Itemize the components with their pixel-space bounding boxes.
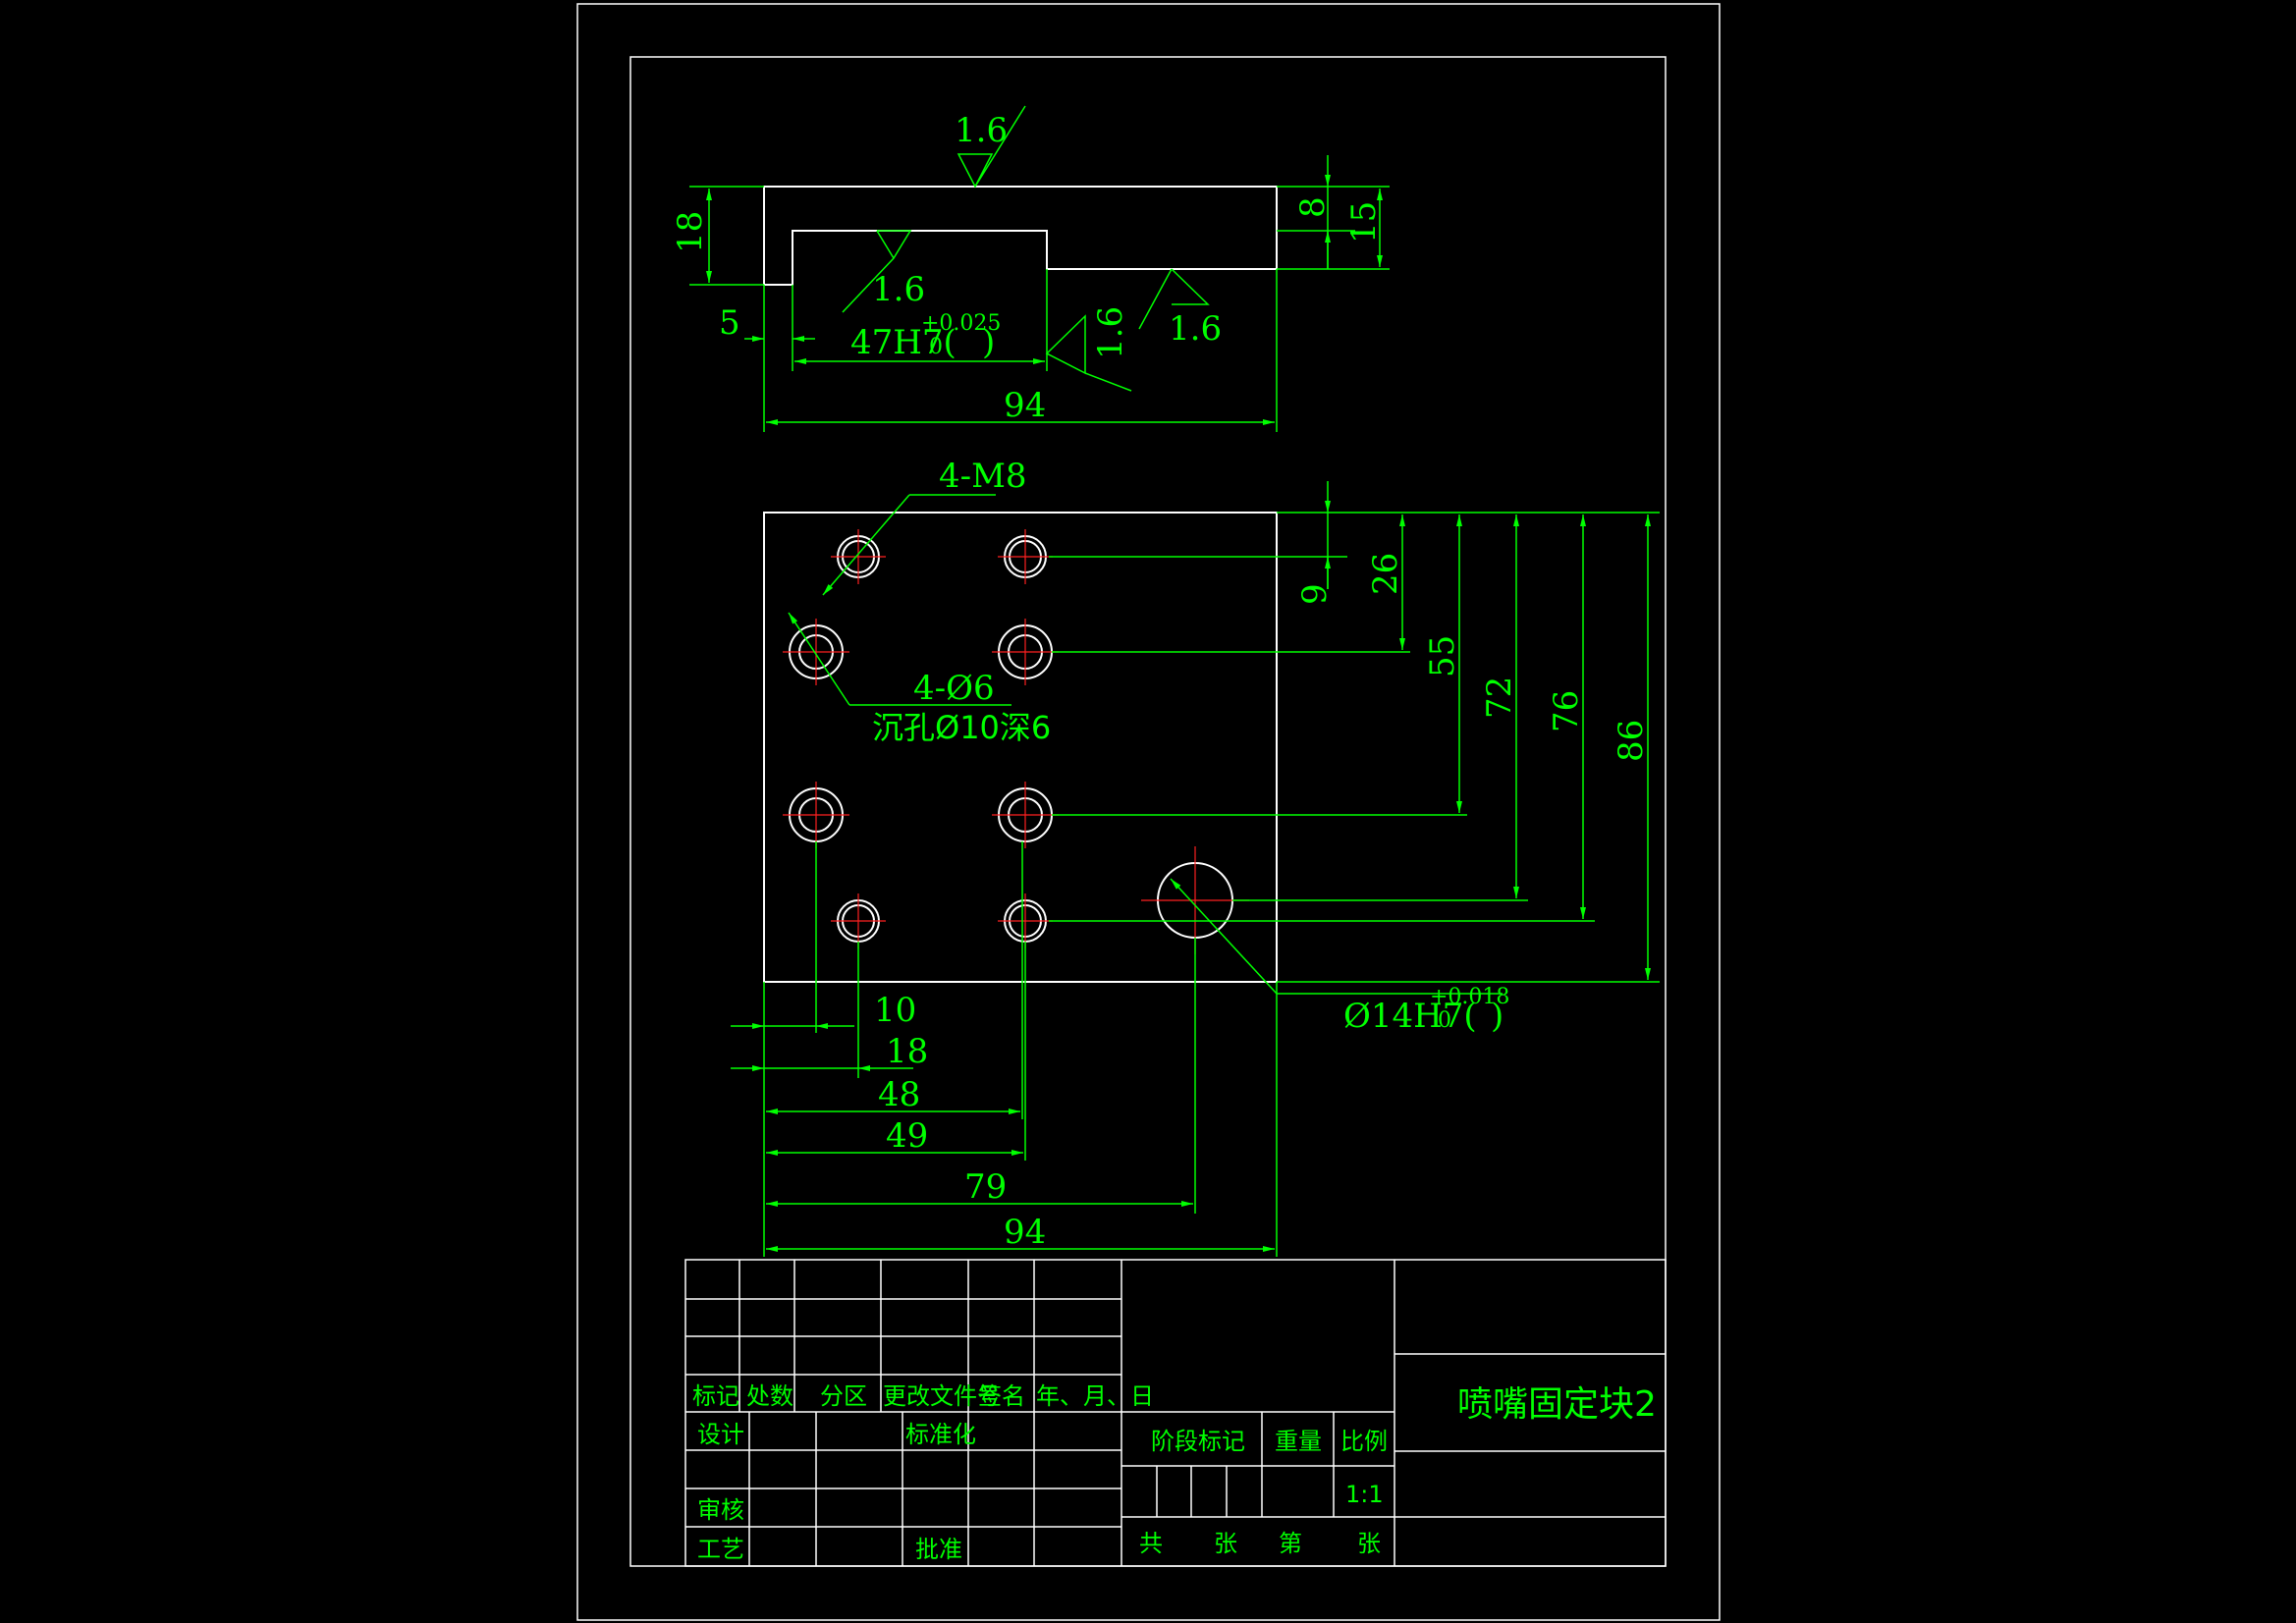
dim-v-76: 76 [1547,690,1586,732]
rev-header-count: 处数 [746,1382,793,1410]
tapped-hole [831,529,886,584]
label-process: 工艺 [697,1536,744,1563]
roughness-right: 1.6 [1169,309,1222,349]
title-block: 标记 处数 分区 更改文件号 签名 年、月、日 设计 标准化 审核 工艺 批准 … [684,1259,1667,1567]
tapped-hole [998,529,1053,584]
label-review: 审核 [697,1496,744,1524]
dim-side-5: 5 [719,303,740,343]
dim-h-18: 18 [886,1032,928,1071]
tapped-hole [998,893,1053,948]
dim-h-49: 49 [886,1116,928,1156]
dim-v-72: 72 [1480,676,1519,719]
plan-view: 4-M8 4-Ø6 沉孔Ø10深6 Ø14H7( +0.018 0 ) 9 26… [731,457,1660,1257]
plan-view-outline [763,512,1278,983]
dim-v-86: 86 [1612,720,1651,762]
counterbore-hole [992,619,1059,685]
dim-side-width: 94 [1004,386,1046,425]
bore-fit-base: Ø14H7( [1343,997,1477,1036]
roughness-top: 1.6 [955,111,1008,150]
scale-value: 1:1 [1345,1481,1384,1508]
side-view: 18 8 15 5 47H7( +0.025 0 ) 94 1.6 1.6 [671,105,1390,432]
rev-header-zone: 分区 [820,1382,867,1410]
inner-frame [629,56,1667,1567]
label-standardization: 标准化 [905,1421,976,1448]
outer-frame [576,3,1721,1621]
rev-header-date: 年、月、日 [1036,1382,1154,1410]
label-approve: 批准 [915,1536,962,1563]
thread-label: 4-M8 [939,457,1027,496]
tapped-hole [831,893,886,948]
dim-v-26: 26 [1366,553,1405,595]
slot-fit-lower: 0 [929,335,943,359]
side-view-outline [763,186,1278,286]
dim-side-8: 8 [1293,196,1333,218]
bore-fit-lower: 0 [1438,1008,1451,1033]
rev-header-mark: 标记 [692,1382,739,1410]
label-weight: 重量 [1275,1428,1322,1455]
dim-side-height: 18 [671,211,710,253]
label-sheets: 张 [1214,1530,1237,1557]
roughness-inner: 1.6 [1091,306,1130,359]
dim-side-15: 15 [1344,201,1384,243]
rev-header-docno: 更改文件号 [883,1382,1001,1410]
counterbore-hole [783,619,849,685]
dim-h-79: 79 [964,1167,1007,1207]
label-sheet-no: 第 [1279,1530,1302,1557]
slot-fit-close: ) [982,323,995,362]
counterbore-hole [992,782,1059,848]
dim-h-10: 10 [874,991,916,1030]
counterbore-note: 沉孔Ø10深6 [872,709,1051,746]
dim-h-48: 48 [878,1075,920,1114]
part-name: 喷嘴固定块2 [1457,1384,1657,1425]
bore-fit-close: ) [1491,997,1503,1036]
label-sheet: 张 [1357,1530,1381,1557]
label-stage-mark: 阶段标记 [1151,1428,1245,1455]
rev-header-sign: 签名 [978,1382,1025,1410]
label-scale: 比例 [1340,1428,1388,1455]
roughness-slot: 1.6 [872,270,925,309]
bore-fit-upper: +0.018 [1430,985,1509,1009]
counterbore-hole [783,782,849,848]
label-total: 共 [1139,1530,1163,1557]
dim-h-94: 94 [1004,1213,1046,1252]
slot-fit-upper: +0.025 [921,311,1001,336]
dim-v-9: 9 [1295,583,1335,605]
dim-v-55: 55 [1423,635,1462,677]
counterbore-label: 4-Ø6 [913,669,995,708]
slot-fit-base: 47H7( [850,323,957,362]
label-design: 设计 [697,1421,744,1448]
